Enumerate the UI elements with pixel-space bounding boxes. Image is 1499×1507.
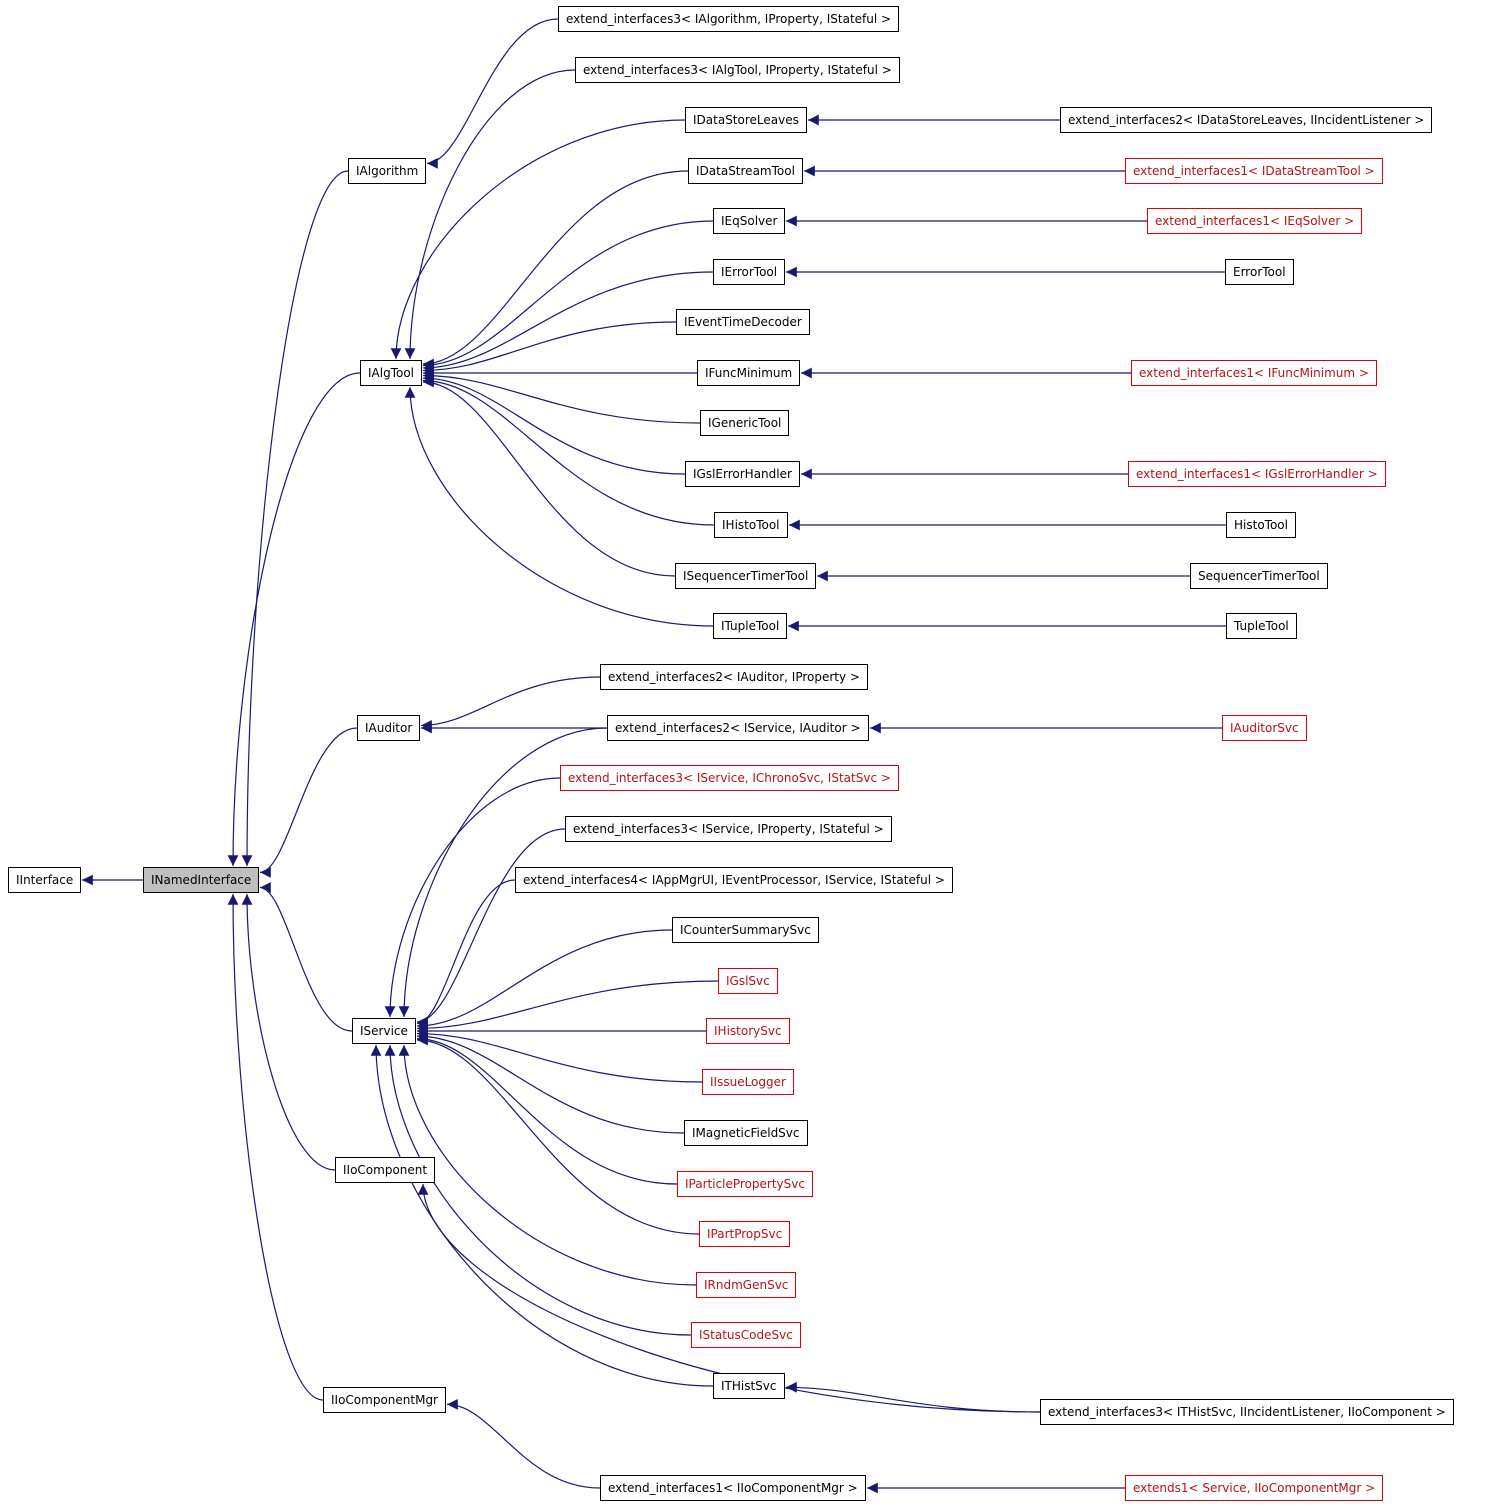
edge-ei3_iservice_chrono-to-iservice [384,777,561,1018]
node-ei1_iiocomponentmgr[interactable]: extend_interfaces1< IIoComponentMgr > [600,1475,866,1501]
edge-idatastreamtool-to-ialgtool [422,170,689,370]
node-tupletool[interactable]: TupleTool [1226,613,1297,639]
node-ei2_iservice_iauditor[interactable]: extend_interfaces2< IService, IAuditor > [607,715,869,741]
node-iauditorsvc[interactable]: IAuditorSvc [1222,715,1307,741]
node-imagneticfieldsvc[interactable]: IMagneticFieldSvc [684,1120,808,1146]
edge-icountersummarysvc-to-iservice [416,929,673,1032]
node-ei1_ifuncminimum[interactable]: extend_interfaces1< IFuncMinimum > [1131,360,1377,386]
edge-ei4_iappmgrui-to-iservice [416,879,516,1029]
node-inamedinterface[interactable]: INamedInterface [143,867,260,893]
edge-ieqsolver-to-ialgtool [422,220,714,371]
edge-ihistotool-to-ialgtool [422,375,715,526]
node-ei3_iservice_prop[interactable]: extend_interfaces3< IService, IProperty,… [565,816,892,842]
node-ei3_iservice_chrono[interactable]: extend_interfaces3< IService, IChronoSvc… [560,765,899,791]
node-igslsvc[interactable]: IGslSvc [718,968,778,994]
node-ipartpropsvc[interactable]: IPartPropSvc [699,1221,791,1247]
edge-iissuelogger-to-iservice [416,1028,703,1083]
edge-igslerrorhandler-to-ialgtool [422,372,686,475]
node-idatastreamtool[interactable]: IDataStreamTool [688,158,803,184]
edge-isequencertimertool-to-ialgtool [422,376,676,577]
node-histotool[interactable]: HistoTool [1226,512,1296,538]
edge-iiocomponentmgr-to-inamedinterface [227,893,324,1401]
edge-irndmgensvc-to-iservice [398,1044,697,1286]
edge-istatuscodesvc-to-iservice [384,1044,692,1336]
node-idatastoreleaves[interactable]: IDataStoreLeaves [685,107,807,133]
edge-itupletool-to-ialgtool [404,386,714,627]
edge-iauditor-to-inamedinterface [259,727,358,878]
node-itupletool[interactable]: ITupleTool [713,613,788,639]
node-ihistotool[interactable]: IHistoTool [714,512,788,538]
node-icountersummarysvc[interactable]: ICounterSummarySvc [672,917,819,943]
node-iiocomponent[interactable]: IIoComponent [335,1157,436,1183]
node-ei1_igslerrorhandler[interactable]: extend_interfaces1< IGslErrorHandler > [1128,461,1386,487]
node-ithistsvc[interactable]: ITHistSvc [713,1373,785,1399]
node-ei1_idatastreamtool[interactable]: extend_interfaces1< IDataStreamTool > [1125,158,1383,184]
edge-iparticlepropertysvc-to-iservice [416,1033,678,1185]
edge-ialgtool-to-inamedinterface [227,372,361,867]
node-ialgorithm[interactable]: IAlgorithm [348,158,427,184]
node-isequencertimertool[interactable]: ISequencerTimerTool [675,563,817,589]
edge-iservice-to-inamedinterface [259,882,353,1032]
node-sequencertimertool[interactable]: SequencerTimerTool [1190,563,1328,589]
node-extends1_service[interactable]: extends1< Service, IIoComponentMgr > [1125,1475,1384,1501]
node-ei3_ithistsvc[interactable]: extend_interfaces3< ITHistSvc, IIncident… [1040,1399,1454,1425]
node-ei4_iappmgrui[interactable]: extend_interfaces4< IAppMgrUI, IEventPro… [515,867,953,893]
node-ifuncminimum[interactable]: IFuncMinimum [697,360,801,386]
edge-ieventtimedecoder-to-ialgtool [422,321,677,376]
edge-igslsvc-to-iservice [416,980,719,1034]
node-ei3_ialgtool[interactable]: extend_interfaces3< IAlgTool, IProperty,… [575,57,900,83]
edge-ei3_ialgtool-to-ialgtool [404,69,576,360]
edge-ei3_ithistsvc-to-ithistsvc [785,1381,1041,1413]
node-iiocomponentmgr[interactable]: IIoComponentMgr [323,1387,446,1413]
node-iauditor[interactable]: IAuditor [357,715,421,741]
node-istatuscodesvc[interactable]: IStatusCodeSvc [691,1322,801,1348]
node-ei1_ieqsolver[interactable]: extend_interfaces1< IEqSolver > [1147,208,1363,234]
edge-iiocomponent-to-inamedinterface [241,893,336,1171]
node-igenerictool[interactable]: IGenericTool [700,410,790,436]
edge-ei3_ialgorithm-to-ialgorithm [426,18,559,169]
edge-ei2_iauditor_iproperty-to-iauditor [420,676,601,731]
edge-ierrortool-to-ialgtool [422,271,714,374]
edge-ipartpropsvc-to-iservice [416,1034,700,1235]
node-ialgtool[interactable]: IAlgTool [360,360,423,386]
node-ei2_idatastoreleaves[interactable]: extend_interfaces2< IDataStoreLeaves, II… [1060,107,1433,133]
node-ieventtimedecoder[interactable]: IEventTimeDecoder [676,309,810,335]
node-ei2_iauditor_iproperty[interactable]: extend_interfaces2< IAuditor, IProperty … [600,664,868,690]
node-ihistorysvc[interactable]: IHistorySvc [706,1018,790,1044]
node-iissuelogger[interactable]: IIssueLogger [702,1069,794,1095]
node-igslerrorhandler[interactable]: IGslErrorHandler [685,461,800,487]
edge-ithistsvc-to-iservice [370,1044,714,1387]
node-iservice[interactable]: IService [352,1018,416,1044]
node-iinterface[interactable]: IInterface [8,867,82,893]
node-iparticlepropertysvc[interactable]: IParticlePropertySvc [677,1171,813,1197]
edge-ei3_iservice_prop-to-iservice [416,828,566,1028]
edge-imagneticfieldsvc-to-iservice [416,1030,685,1134]
edge-igenerictool-to-ialgtool [422,370,701,424]
edge-ialgorithm-to-inamedinterface [241,170,349,867]
node-errortool[interactable]: ErrorTool [1225,259,1294,285]
node-ierrortool[interactable]: IErrorTool [713,259,786,285]
node-ieqsolver[interactable]: IEqSolver [713,208,786,234]
node-irndmgensvc[interactable]: IRndmGenSvc [696,1272,797,1298]
node-ei3_ialgorithm[interactable]: extend_interfaces3< IAlgorithm, IPropert… [558,6,900,32]
edge-idatastoreleaves-to-ialgtool [390,119,686,360]
edge-ei1_iiocomponentmgr-to-iiocomponentmgr [446,1399,601,1489]
